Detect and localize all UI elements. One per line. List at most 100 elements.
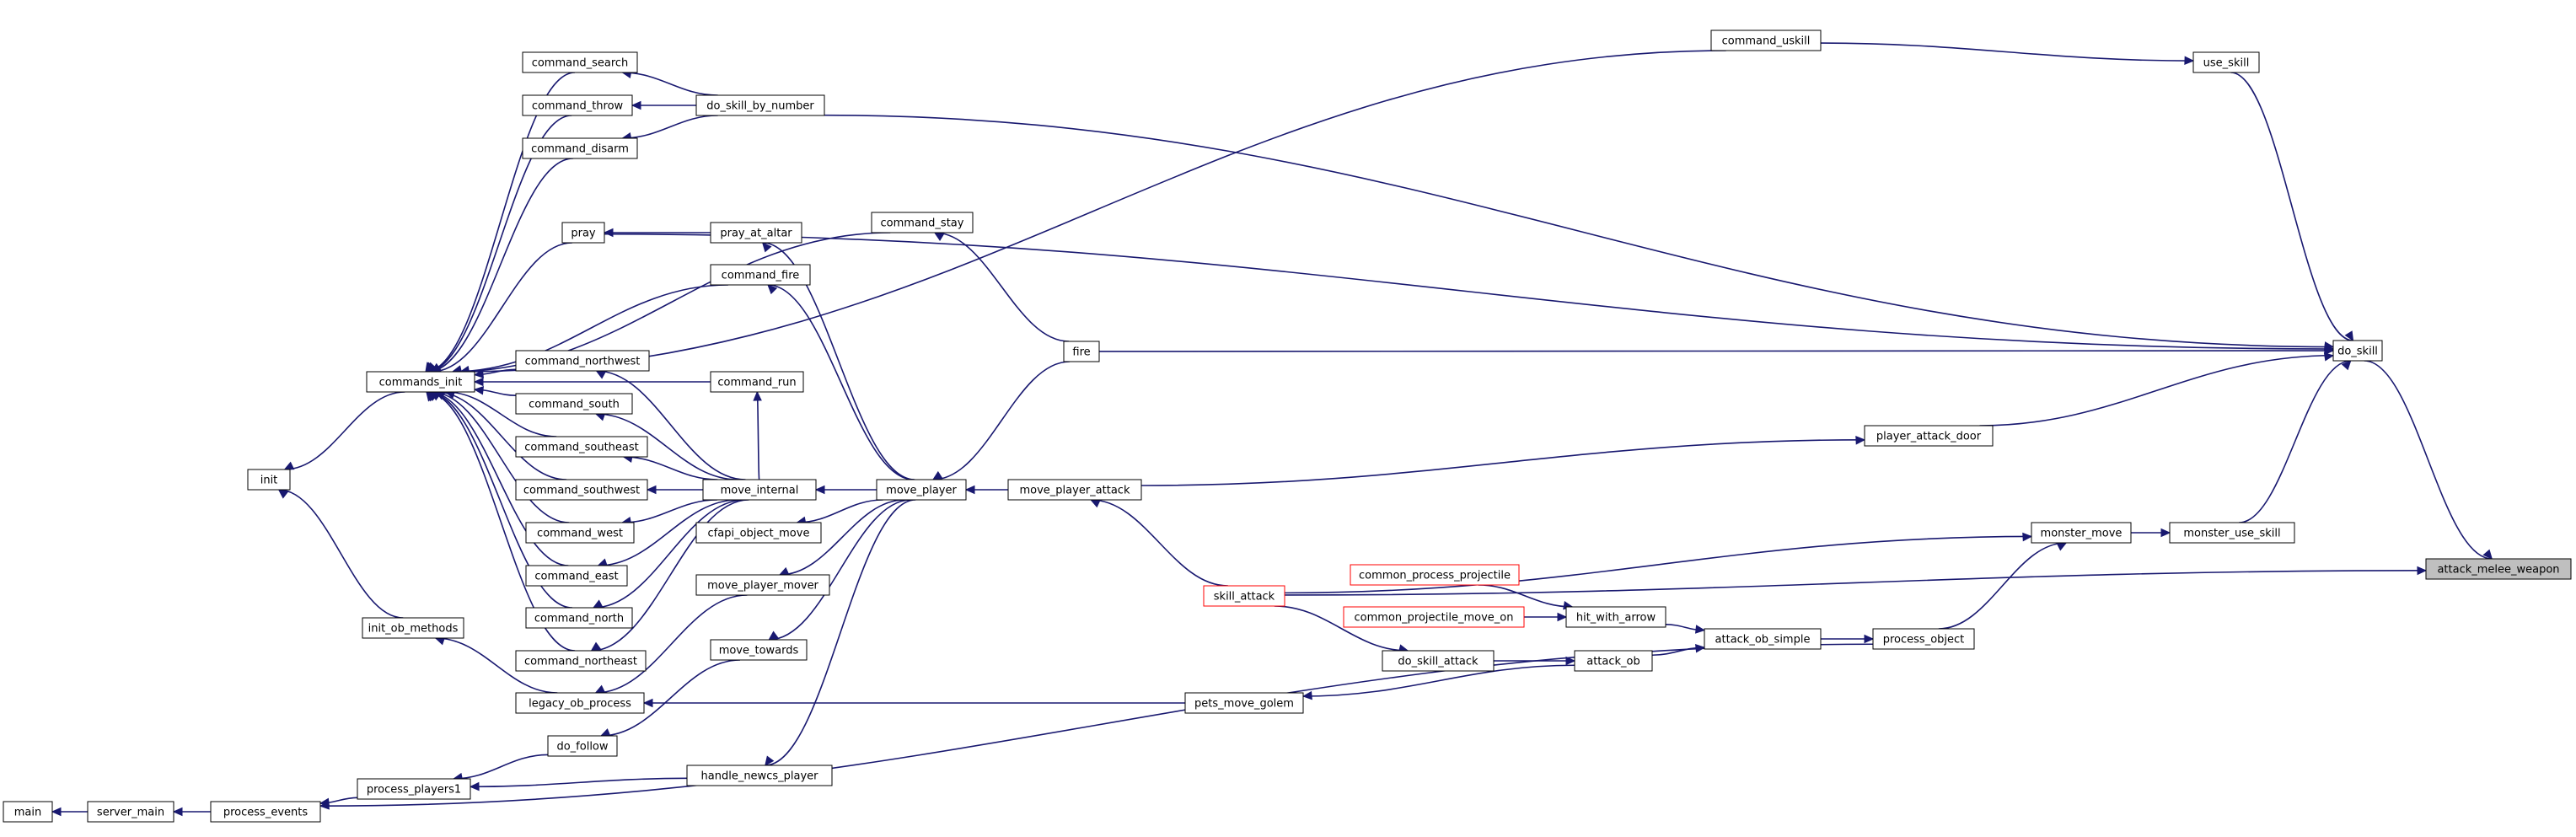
- arrowhead: [473, 377, 484, 387]
- node-label: pray_at_altar: [720, 228, 792, 240]
- edge-fire-to-command-stay: [933, 232, 1070, 342]
- edge-move-internal-to-command-southeast: [622, 453, 718, 480]
- node-box: [871, 212, 974, 233]
- node-label: main: [14, 807, 41, 819]
- node-box: [515, 692, 645, 714]
- node-use-skill[interactable]: use_skill: [2192, 51, 2260, 73]
- node-command-southeast[interactable]: command_southeast: [515, 436, 648, 458]
- node-command-run[interactable]: command_run: [710, 371, 804, 393]
- edge-line: [765, 499, 916, 766]
- arrowhead: [51, 807, 62, 817]
- node-pray-at-altar[interactable]: pray_at_altar: [710, 222, 802, 244]
- node-pets-move-golem[interactable]: pets_move_golem: [1184, 692, 1304, 714]
- node-do-skill[interactable]: do_skill: [2332, 340, 2383, 362]
- node-init-ob-methods[interactable]: init_ob_methods: [362, 617, 464, 639]
- node-common-process-projectile[interactable]: common_process_projectile: [1350, 564, 1520, 586]
- arrowhead: [599, 728, 611, 737]
- node-box: [515, 436, 648, 458]
- node-do-skill-by-number[interactable]: do_skill_by_number: [695, 94, 825, 116]
- arrowhead: [473, 386, 485, 395]
- node-process-players1[interactable]: process_players1: [357, 778, 471, 800]
- node-command-northeast[interactable]: command_northeast: [515, 650, 647, 672]
- node-common-projectile-move-on[interactable]: common_projectile_move_on: [1343, 606, 1525, 628]
- edge-line: [1140, 439, 1865, 486]
- node-command-south[interactable]: command_south: [515, 393, 633, 415]
- node-pray[interactable]: pray: [561, 222, 605, 244]
- arrowhead: [931, 470, 943, 480]
- node-box: [515, 650, 647, 672]
- node-command-northwest[interactable]: command_northwest: [515, 350, 650, 372]
- edge-pray-to-commands-init: [431, 242, 572, 373]
- edge-command-uskill-to-commands-init: [459, 50, 1726, 375]
- edge-line: [1284, 570, 2427, 596]
- arrowhead: [2344, 330, 2354, 342]
- node-command-stay[interactable]: command_stay: [871, 212, 974, 233]
- node-layer: main server_main process_events init init_ob…: [3, 30, 2572, 823]
- node-move-player-attack[interactable]: move_player_attack: [1007, 479, 1142, 501]
- node-command-north[interactable]: command_north: [525, 607, 633, 629]
- edge-line: [1091, 499, 1228, 587]
- edge-player-attack-door-to-do-skill: [1979, 352, 2335, 427]
- node-monster-use-skill[interactable]: monster_use_skill: [2169, 522, 2295, 544]
- node-do-follow[interactable]: do_follow: [547, 735, 618, 757]
- edge-line: [595, 594, 748, 694]
- edge-common-projectile-move-on-to-hit-with-arrow: [1524, 612, 1568, 622]
- arrowhead: [1565, 656, 1576, 666]
- edge-do-skill-by-number-to-command-search: [621, 69, 718, 96]
- arrowhead: [277, 489, 289, 499]
- node-process-events[interactable]: process_events: [210, 801, 321, 823]
- node-command-throw[interactable]: command_throw: [522, 94, 633, 116]
- node-handle-newcs-player[interactable]: handle_newcs_player: [686, 765, 833, 786]
- node-attack-ob-simple[interactable]: attack_ob_simple: [1704, 628, 1822, 650]
- edge-server-main-to-main: [51, 807, 88, 817]
- node-player-attack-door[interactable]: player_attack_door: [1864, 425, 1994, 447]
- node-box: [1007, 479, 1142, 501]
- edge-line: [593, 499, 746, 609]
- node-label: command_east: [534, 571, 618, 583]
- node-label: move_player_attack: [1020, 485, 1130, 497]
- node-box: [695, 522, 822, 544]
- node-do-skill-attack[interactable]: do_skill_attack: [1382, 650, 1495, 672]
- node-label: process_object: [1883, 634, 1965, 647]
- node-command-search[interactable]: command_search: [522, 51, 638, 73]
- node-command-uskill[interactable]: command_uskill: [1710, 30, 1822, 51]
- node-command-southwest[interactable]: command_southwest: [515, 479, 648, 501]
- node-fire[interactable]: fire: [1063, 341, 1100, 362]
- edge-move-player-to-move-towards: [768, 499, 911, 641]
- node-commands-init[interactable]: commands_init: [366, 371, 475, 393]
- node-legacy-ob-process[interactable]: legacy_ob_process: [515, 692, 645, 714]
- node-move-player-mover[interactable]: move_player_mover: [695, 574, 830, 596]
- node-command-east[interactable]: command_east: [525, 565, 628, 587]
- edge-move-internal-to-command-southwest: [646, 485, 703, 495]
- node-label: command_northwest: [525, 356, 641, 368]
- node-box: [515, 479, 648, 501]
- edge-move-player-to-command-fire: [767, 284, 915, 480]
- edge-fire-to-move-player: [931, 361, 1071, 480]
- edge-skill-attack-to-attack-melee-weapon: [1284, 566, 2428, 596]
- node-attack-melee-weapon[interactable]: attack_melee_weapon: [2425, 558, 2572, 580]
- node-command-disarm[interactable]: command_disarm: [522, 137, 638, 159]
- node-move-internal[interactable]: move_internal: [702, 479, 817, 501]
- node-server-main[interactable]: server_main: [87, 801, 174, 823]
- node-move-towards[interactable]: move_towards: [710, 639, 808, 661]
- node-attack-ob[interactable]: attack_ob: [1574, 650, 1653, 672]
- node-label: process_events: [223, 807, 308, 819]
- node-cfapi-object-move[interactable]: cfapi_object_move: [695, 522, 822, 544]
- arrowhead: [2482, 549, 2493, 560]
- node-monster-move[interactable]: monster_move: [2031, 522, 2132, 544]
- node-skill-attack[interactable]: skill_attack: [1203, 585, 1285, 607]
- node-main[interactable]: main: [3, 801, 53, 823]
- node-process-object[interactable]: process_object: [1872, 628, 1975, 650]
- node-command-west[interactable]: command_west: [525, 522, 635, 544]
- node-init[interactable]: init: [247, 469, 291, 491]
- node-box: [695, 574, 830, 596]
- node-box: [357, 778, 471, 800]
- node-hit-with-arrow[interactable]: hit_with_arrow: [1565, 606, 1666, 628]
- node-command-fire[interactable]: command_fire: [710, 264, 811, 286]
- node-box: [515, 350, 650, 372]
- edge-line: [432, 242, 572, 373]
- node-move-player[interactable]: move_player: [876, 479, 967, 501]
- node-label: cfapi_object_move: [708, 528, 810, 540]
- arrowhead: [2056, 542, 2068, 551]
- node-label: init: [260, 475, 278, 487]
